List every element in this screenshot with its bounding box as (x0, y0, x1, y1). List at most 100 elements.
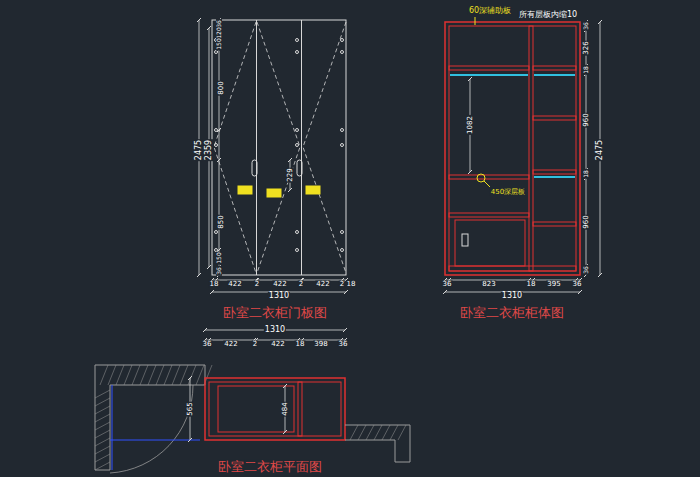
wall-hatch (172, 365, 180, 385)
dimension-text: 960 (583, 214, 590, 229)
wall-outline (95, 365, 205, 470)
dimension-text: 18 (346, 281, 357, 288)
hinge-hole (341, 144, 344, 147)
marker-block (238, 186, 252, 194)
dimension-text: 36 (216, 266, 222, 276)
wall-hatch (382, 425, 390, 440)
door-frame (112, 385, 113, 470)
wall-hatch (164, 365, 172, 385)
dimension-text: 422 (270, 341, 285, 348)
shelf (533, 170, 576, 174)
dimension-text: 2475 (195, 139, 203, 161)
shelf (449, 66, 529, 70)
hanging-rod (534, 74, 575, 76)
leader-line (484, 181, 490, 187)
wall-hatch (95, 390, 110, 398)
cabinet-outline (212, 20, 346, 275)
dimension-tick (468, 170, 472, 174)
wall-hatch (188, 365, 196, 385)
dimension-tick (343, 328, 347, 332)
hinge-hole (215, 231, 218, 234)
door-joint (256, 20, 257, 275)
dimension-text: 150 (216, 251, 222, 264)
drawer-top (449, 213, 529, 217)
door-joint (301, 20, 302, 275)
dimension-text: 395 (546, 281, 561, 288)
dimension-text: 1310 (501, 292, 523, 300)
callout-text: 450深层板 (490, 189, 526, 196)
wall-hatch (95, 438, 110, 446)
dimension-text: 18 (583, 169, 589, 179)
hinge-hole (296, 39, 299, 42)
dimension-text: 1310 (264, 326, 286, 334)
dimension-text: 36 (583, 265, 589, 275)
hinge-hole (341, 51, 344, 54)
wall-outline (345, 425, 410, 462)
dimension-text: 960 (583, 112, 590, 127)
dimension-tick (188, 376, 192, 380)
wall-hatch (95, 454, 110, 462)
hanging-rod (450, 74, 528, 76)
dimension-tick (197, 18, 201, 22)
dimension-tick (210, 290, 214, 294)
wall-hatch (116, 365, 124, 385)
drawing-caption: 卧室二衣柜平面图 (217, 460, 323, 473)
plan-section (218, 386, 294, 432)
shelf (449, 175, 529, 179)
hinge-hole (215, 129, 218, 132)
drawing-caption: 卧室二衣柜柜体图 (459, 306, 565, 319)
dimension-tick (443, 290, 447, 294)
dimension-tick (188, 438, 192, 442)
wall-hatch (366, 425, 374, 440)
dimension-tick (468, 77, 472, 81)
wall-hatch (374, 425, 382, 440)
dimension-tick (288, 158, 292, 162)
dimension-text: 2 (252, 341, 258, 348)
middle-partition (529, 26, 533, 271)
dimension-text: 1310 (268, 292, 290, 300)
door-handle (297, 160, 302, 176)
dimension-text: 850 (218, 214, 225, 229)
dimension-text: 398 (313, 341, 328, 348)
dimension-tick (598, 20, 602, 24)
cabinet-plan-inner (209, 382, 341, 436)
dimension-text: 2 (339, 281, 345, 288)
dimension-text: 18 (209, 281, 220, 288)
wall-hatch (95, 398, 110, 406)
wall-hatch (398, 425, 406, 440)
hinge-hole (296, 231, 299, 234)
drawer-handle (462, 234, 468, 246)
dimension-tick (207, 26, 211, 30)
cabinet-plan-outline (205, 378, 345, 440)
wall-hatch (358, 425, 366, 440)
door-swing-arc (110, 385, 193, 473)
dimension-text: 36 (583, 21, 589, 31)
wall-hatch (100, 365, 108, 385)
plinth (449, 266, 576, 271)
dimension-tick (283, 430, 287, 434)
dimension-text: 484 (282, 401, 289, 416)
dimension-tick (217, 158, 221, 162)
wall-hatch (390, 425, 398, 440)
door-swing-indicator (214, 22, 256, 273)
hinge-hole (341, 129, 344, 132)
dimension-tick (197, 273, 201, 277)
hinge-hole (341, 231, 344, 234)
wall-hatch (140, 365, 148, 385)
marker-block (306, 186, 320, 194)
dimension-text: 823 (481, 281, 496, 288)
note-text: 60深辅助板 (468, 7, 512, 15)
hanging-rod (534, 176, 575, 178)
callout-circle (477, 174, 485, 182)
dimension-text: 2 (254, 281, 260, 288)
dimension-text: 326 (583, 40, 590, 55)
dimension-tick (203, 328, 207, 332)
wall-hatch (148, 365, 156, 385)
dimension-text: 36 (338, 341, 349, 348)
dimension-text: 150 (216, 37, 222, 50)
dimension-text: 800 (218, 80, 225, 95)
dimension-text: 422 (227, 281, 242, 288)
wall-hatch (132, 365, 140, 385)
drawer (455, 220, 525, 266)
